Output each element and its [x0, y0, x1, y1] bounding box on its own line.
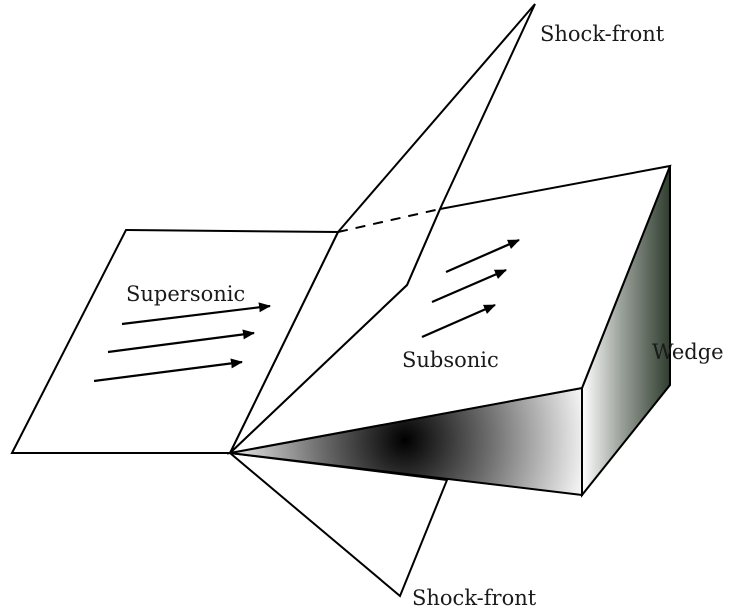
- subsonic-arrow: [431, 268, 507, 304]
- supersonic-arrow: [93, 358, 243, 383]
- supersonic-flow-plane: [10, 228, 340, 454]
- supersonic-arrow: [107, 329, 255, 354]
- supersonic-arrows: [93, 302, 271, 383]
- shock-front-bottom-label: Shock-front: [412, 586, 537, 610]
- shock-front-top-label: Shock-front: [540, 22, 665, 46]
- wedge-label: Wedge: [652, 340, 724, 364]
- subsonic-arrow: [421, 303, 496, 339]
- supersonic-arrow: [121, 302, 271, 326]
- subsonic-label: Subsonic: [402, 348, 499, 372]
- subsonic-arrows: [421, 238, 520, 339]
- supersonic-label: Supersonic: [126, 282, 246, 306]
- subsonic-arrow: [445, 238, 520, 274]
